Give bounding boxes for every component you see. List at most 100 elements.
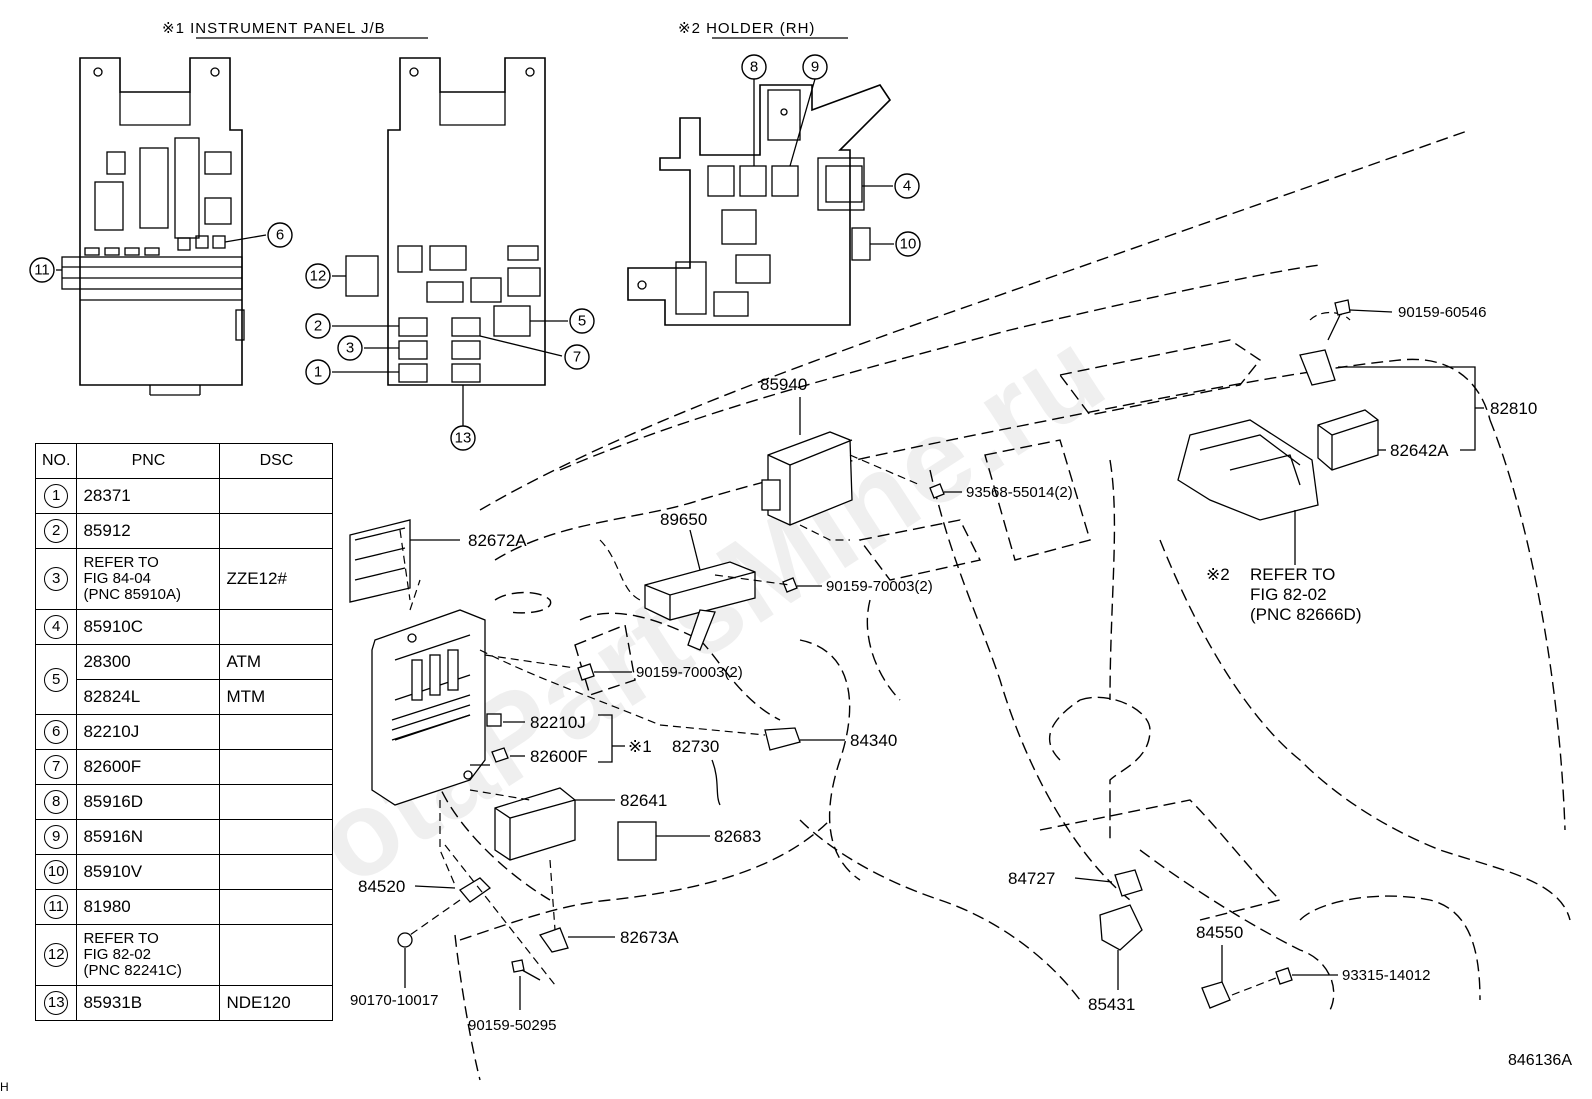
table-row: 82824L MTM bbox=[36, 679, 334, 715]
dsc-cell bbox=[219, 714, 334, 750]
part-82210J: 82210J bbox=[486, 713, 586, 732]
pnc-cell: 85910V bbox=[76, 854, 221, 890]
instrument-panel-header: ※1 INSTRUMENT PANEL J/B bbox=[162, 20, 386, 37]
dsc-cell bbox=[219, 924, 334, 986]
callout-7 bbox=[29, 257, 55, 283]
connector-lines bbox=[399, 524, 850, 986]
part-82641: 82641 bbox=[494, 787, 667, 861]
figure-code: 846136A bbox=[1507, 1052, 1572, 1069]
part-84520: 84520 bbox=[358, 877, 492, 936]
pnc-cell: 81980 bbox=[76, 889, 221, 925]
row-number: 7 bbox=[44, 755, 69, 779]
table-row: 4 85910C bbox=[34, 609, 334, 645]
svg-text:7: 7 bbox=[573, 349, 581, 366]
dsc-cell: ZZE12# bbox=[219, 548, 334, 610]
svg-text:(PNC 82666D): (PNC 82666D) bbox=[1250, 605, 1362, 624]
bracket-mark1: ※1 bbox=[470, 714, 652, 766]
callout-4 bbox=[894, 173, 920, 199]
callout-13 bbox=[450, 425, 476, 451]
dsc-cell: MTM bbox=[219, 679, 334, 715]
table-row: 8 85916D bbox=[34, 784, 334, 820]
table-header-row: NO. PNC DSC bbox=[34, 443, 334, 479]
pnc-cell: 85912 bbox=[76, 513, 221, 549]
pnc-cell: 82824L bbox=[76, 679, 221, 715]
holder-header: ※2 HOLDER (RH) bbox=[678, 20, 815, 37]
jb-back-view bbox=[345, 57, 546, 426]
pnc-cell: 82210J bbox=[76, 714, 221, 750]
table-row: 3 REFER TO FIG 84-04 (PNC 85910A) ZZE12# bbox=[34, 548, 334, 610]
svg-text:84550: 84550 bbox=[1196, 923, 1243, 942]
table-row: 10 85910V bbox=[34, 854, 334, 890]
svg-text:3: 3 bbox=[346, 340, 354, 357]
col-no-header: NO. bbox=[34, 443, 78, 479]
part-82673A: 82673A bbox=[538, 927, 679, 953]
svg-text:84520: 84520 bbox=[358, 877, 405, 896]
table-row: 7 82600F bbox=[34, 749, 334, 785]
pnc-cell: REFER TO FIG 84-04 (PNC 85910A) bbox=[76, 548, 221, 610]
part-90159-70003-upper: 90159-70003(2) bbox=[782, 577, 933, 595]
pnc-cell: 85910C bbox=[76, 609, 221, 645]
col-pnc-header: PNC bbox=[76, 443, 221, 479]
dsc-cell bbox=[219, 819, 334, 855]
part-82810-group: 82642A 82810 bbox=[1299, 349, 1537, 471]
svg-text:13: 13 bbox=[455, 430, 472, 447]
svg-text:9: 9 bbox=[811, 59, 819, 76]
dsc-cell bbox=[219, 478, 334, 514]
holder-view: 8 9 4 10 bbox=[627, 54, 921, 326]
svg-text:11: 11 bbox=[34, 262, 50, 279]
pnc-cell: 85931B bbox=[76, 985, 221, 1021]
svg-text:90170-10017: 90170-10017 bbox=[350, 992, 438, 1009]
pnc-cell: 28300 bbox=[76, 644, 221, 680]
row-number: 12 bbox=[44, 943, 69, 967]
jb-front-view bbox=[61, 57, 245, 396]
svg-text:FIG 82-02: FIG 82-02 bbox=[1250, 585, 1327, 604]
part-93315-14012: 93315-14012 bbox=[1231, 967, 1430, 996]
pnc-line: (PNC 85910A) bbox=[83, 586, 181, 603]
pnc-cell: 85916D bbox=[76, 784, 221, 820]
svg-text:84340: 84340 bbox=[850, 731, 897, 750]
svg-text:82730: 82730 bbox=[672, 737, 719, 756]
pnc-line: REFER TO bbox=[83, 554, 159, 571]
svg-text:82810: 82810 bbox=[1490, 399, 1537, 418]
pnc-cell: 85916N bbox=[76, 819, 221, 855]
callout-8 bbox=[741, 54, 767, 80]
row-number: 9 bbox=[44, 825, 69, 849]
part-84550: 84550 bbox=[1196, 923, 1243, 1009]
callout-12 bbox=[564, 344, 590, 370]
part-93568-55014: 93568-55014(2) bbox=[929, 483, 1073, 501]
svg-text:1: 1 bbox=[314, 364, 322, 381]
dsc-cell bbox=[219, 889, 334, 925]
part-82672A: 82672A bbox=[349, 519, 527, 603]
part-82683: 82683 bbox=[617, 821, 761, 861]
table-row: 13 85931B NDE120 bbox=[34, 985, 334, 1021]
svg-text:10: 10 bbox=[900, 236, 917, 253]
dsc-cell bbox=[219, 609, 334, 645]
dsc-cell bbox=[219, 513, 334, 549]
dsc-cell bbox=[219, 749, 334, 785]
part-90170-10017: 90170-10017 bbox=[350, 932, 438, 1009]
svg-text:90159-60546: 90159-60546 bbox=[1398, 304, 1486, 321]
part-89650: 89650 bbox=[644, 510, 756, 651]
svg-text:82683: 82683 bbox=[714, 827, 761, 846]
svg-text:※2: ※2 bbox=[1206, 565, 1230, 584]
callout-6 bbox=[267, 222, 293, 248]
svg-text:82673A: 82673A bbox=[620, 928, 679, 947]
svg-text:REFER TO: REFER TO bbox=[1250, 565, 1335, 584]
row-number: 10 bbox=[44, 860, 69, 884]
svg-text:84727: 84727 bbox=[1008, 869, 1055, 888]
row-number: 3 bbox=[44, 567, 69, 591]
part-junction-block bbox=[371, 579, 486, 806]
table-row: 5 28300 ATM bbox=[34, 644, 334, 715]
svg-text:5: 5 bbox=[578, 313, 586, 330]
svg-text:82641: 82641 bbox=[620, 791, 667, 810]
svg-text:82210J: 82210J bbox=[530, 713, 586, 732]
part-holder-rh: ※2 REFER TO FIG 82-02 (PNC 82666D) bbox=[1177, 419, 1362, 624]
svg-text:8: 8 bbox=[750, 59, 758, 76]
row-number: 13 bbox=[44, 991, 69, 1015]
row-number: 5 bbox=[44, 667, 69, 692]
table-row: 12 REFER TO FIG 82-02 (PNC 82241C) bbox=[34, 924, 334, 986]
callout-11 bbox=[305, 263, 331, 289]
callout-3 bbox=[337, 335, 363, 361]
svg-text:89650: 89650 bbox=[660, 510, 707, 529]
svg-text:※1: ※1 bbox=[628, 737, 652, 756]
